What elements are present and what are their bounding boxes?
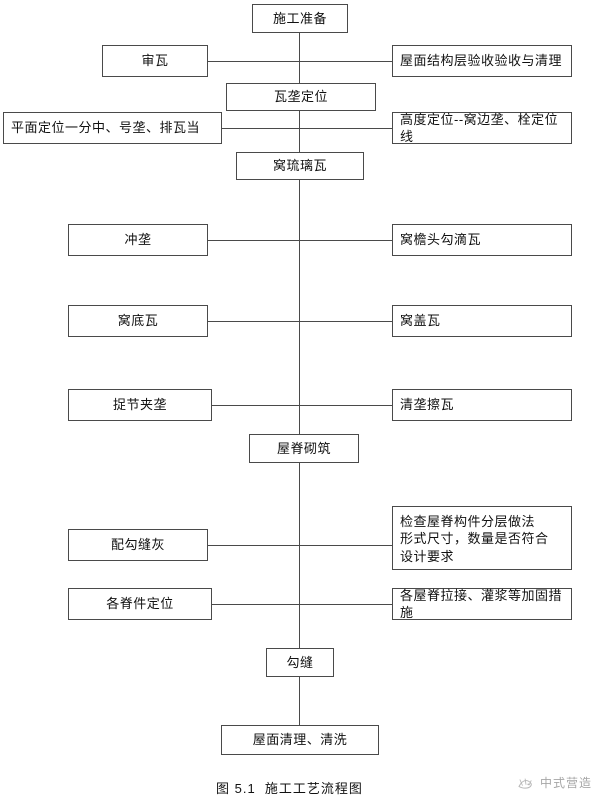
node-clean-ridge-wipe-tile[interactable]: 清垄擦瓦 [392, 389, 572, 421]
watermark: 中式营造 [517, 774, 592, 791]
brush-mark-icon [517, 776, 535, 790]
connector-row-chonglong-eave [208, 240, 392, 241]
node-mix-pointing-mortar[interactable]: 配勾缝灰 [68, 529, 208, 561]
connector-positioning-to-glazed [299, 111, 300, 152]
connector-row-bottom-cover [208, 321, 392, 322]
connector-glazed-to-ridge-masonry [299, 180, 300, 434]
node-ridge-parts-positioning[interactable]: 各脊件定位 [68, 588, 212, 620]
connector-pointing-to-cleaning [299, 677, 300, 725]
node-eave-hook-drip-tile[interactable]: 窝檐头勾滴瓦 [392, 224, 572, 256]
node-pointing[interactable]: 勾缝 [266, 648, 334, 677]
node-roof-cleaning[interactable]: 屋面清理、清洗 [221, 725, 379, 755]
node-glazed-tile[interactable]: 窝琉璃瓦 [236, 152, 364, 180]
figure-caption: 图 5.1 施工工艺流程图 [216, 781, 363, 796]
node-bottom-tile[interactable]: 窝底瓦 [68, 305, 208, 337]
connector-row-mortar-check [208, 545, 392, 546]
connector-start-to-positioning [299, 33, 300, 83]
node-cover-tile[interactable]: 窝盖瓦 [392, 305, 572, 337]
node-roof-structure-acceptance[interactable]: 屋面结构层验收验收与清理 [392, 45, 572, 77]
node-start[interactable]: 施工准备 [252, 4, 348, 33]
node-check-ridge-components[interactable]: 检查屋脊构件分层做法 形式尺寸，数量是否符合 设计要求 [392, 506, 572, 570]
node-chong-long[interactable]: 冲垄 [68, 224, 208, 256]
connector-row-inspect-acceptance [208, 61, 392, 62]
connector-row-plane-height [222, 128, 392, 129]
node-tile-ridge-positioning[interactable]: 瓦垄定位 [226, 83, 376, 111]
watermark-text: 中式营造 [539, 776, 592, 790]
node-inspect-tiles[interactable]: 审瓦 [102, 45, 208, 77]
connector-ridge-masonry-to-pointing [299, 463, 300, 648]
node-plane-positioning[interactable]: 平面定位一分中、号垄、排瓦当 [3, 112, 222, 144]
node-zhuojie-jialong[interactable]: 捉节夹垄 [68, 389, 212, 421]
connector-row-zhuojie-clean [212, 405, 392, 406]
node-ridge-tie-grout[interactable]: 各屋脊拉接、灌浆等加固措施 [392, 588, 572, 620]
connector-row-parts-grout [212, 604, 392, 605]
node-ridge-masonry[interactable]: 屋脊砌筑 [249, 434, 359, 463]
node-height-positioning[interactable]: 高度定位--窝边垄、栓定位线 [392, 112, 572, 144]
